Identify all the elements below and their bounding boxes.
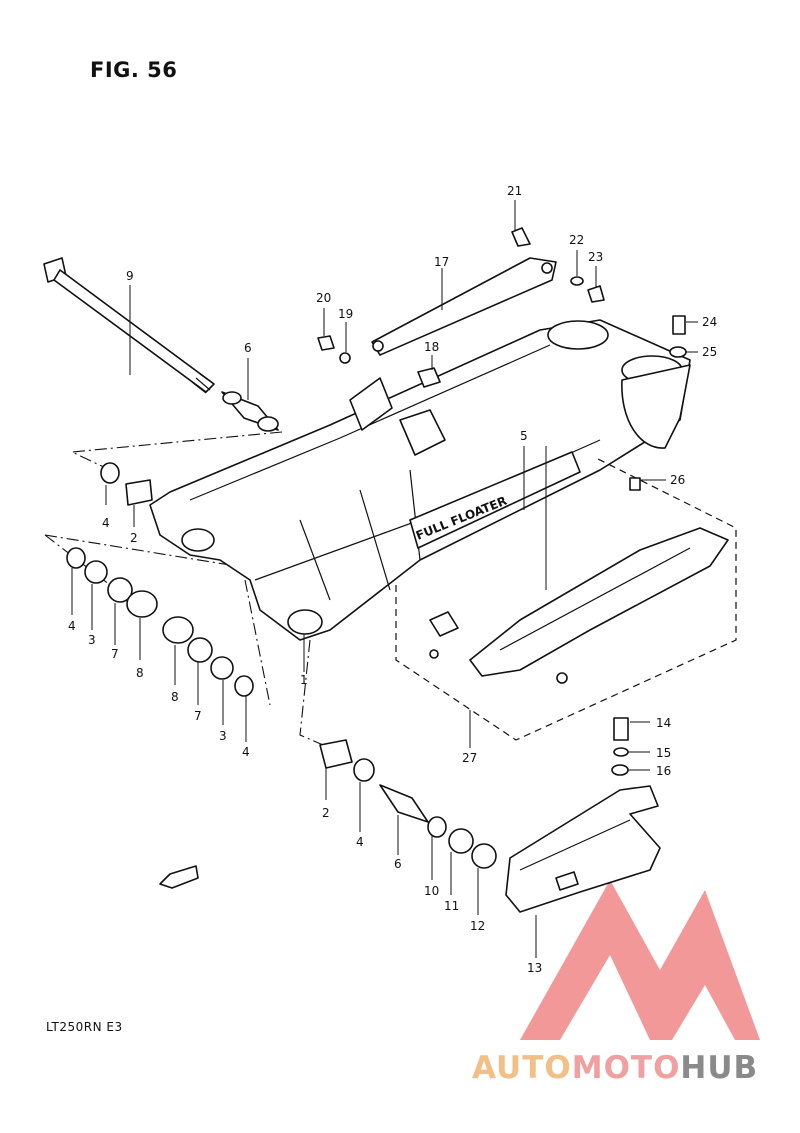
- callout-15: 15: [656, 746, 671, 760]
- callout-4c: 4: [242, 745, 250, 759]
- forward-direction-arrow: [159, 865, 199, 889]
- callout-10: 10: [424, 884, 439, 898]
- leader-lines: [71, 200, 698, 958]
- callout-17: 17: [434, 255, 449, 269]
- callout-labels: 9 6 4 2 4 3 7 8 8 7 3 4 1 2 4 6 10 11 12…: [68, 184, 717, 975]
- callout-25: 25: [702, 345, 717, 359]
- model-code: LT250RN E3: [46, 1020, 123, 1034]
- callout-9: 9: [126, 269, 134, 283]
- callout-24: 24: [702, 315, 717, 329]
- callout-5: 5: [520, 429, 528, 443]
- watermark-part-hub: HUB: [680, 1050, 759, 1086]
- watermark-part-moto: MOTO: [571, 1050, 681, 1086]
- subassembly-boundary: [395, 457, 737, 741]
- callout-8a: 8: [136, 666, 144, 680]
- callout-6b: 6: [394, 857, 402, 871]
- collar-upper: [221, 391, 279, 432]
- callout-2b: 2: [322, 806, 330, 820]
- callout-4a: 4: [102, 516, 110, 530]
- callout-2a: 2: [130, 531, 138, 545]
- callout-27: 27: [462, 751, 477, 765]
- callout-26: 26: [670, 473, 685, 487]
- pivot-shaft: [43, 257, 215, 394]
- swingarm-body: [149, 319, 691, 641]
- callout-11: 11: [444, 899, 459, 913]
- chain-guard-upper: [429, 527, 729, 684]
- callout-4b: 4: [68, 619, 76, 633]
- hardware-14-16: [611, 717, 629, 776]
- lower-bearing-stack: [319, 739, 497, 869]
- watermark-logo-mark: [520, 880, 760, 1040]
- callout-22: 22: [569, 233, 584, 247]
- callout-16: 16: [656, 764, 671, 778]
- chain-case: [505, 785, 661, 913]
- callout-19: 19: [338, 307, 353, 321]
- callout-7a: 7: [111, 647, 119, 661]
- watermark-brand: AUTOMOTOHUB: [472, 1050, 758, 1086]
- watermark-part-auto: AUTO: [472, 1050, 572, 1086]
- left-bearing-stack: [66, 462, 254, 697]
- bolt-18-shape: [417, 367, 441, 388]
- callout-3a: 3: [88, 633, 96, 647]
- callout-23: 23: [588, 250, 603, 264]
- callout-18: 18: [424, 340, 439, 354]
- callout-12: 12: [470, 919, 485, 933]
- callout-1: 1: [300, 673, 308, 687]
- callout-8b: 8: [171, 690, 179, 704]
- callout-13: 13: [527, 961, 542, 975]
- callout-3b: 3: [219, 729, 227, 743]
- callout-20: 20: [316, 291, 331, 305]
- callout-7b: 7: [194, 709, 202, 723]
- callout-21: 21: [507, 184, 522, 198]
- brace-rod: [371, 257, 557, 356]
- figure-title: FIG. 56: [90, 58, 178, 82]
- callout-4d: 4: [356, 835, 364, 849]
- callout-14: 14: [656, 716, 671, 730]
- callout-6a: 6: [244, 341, 252, 355]
